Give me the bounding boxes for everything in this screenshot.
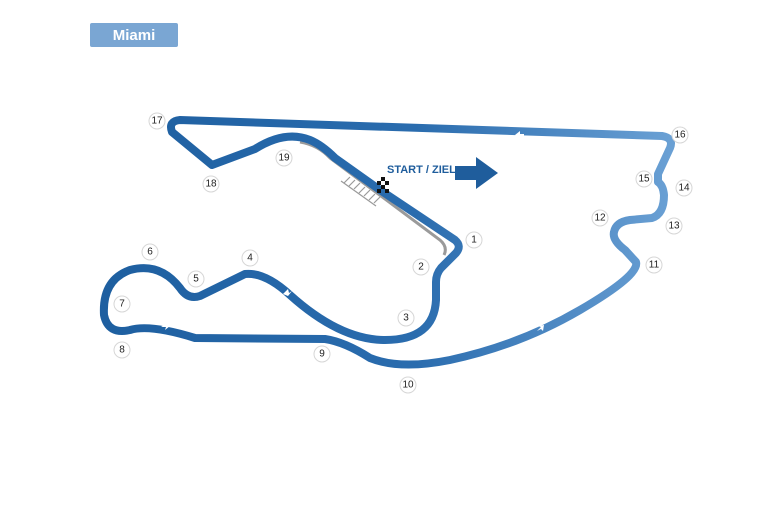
- corner-marker-3: 3: [397, 309, 415, 327]
- corner-marker-13: 13: [665, 217, 683, 235]
- start-finish-label: START / ZIEL: [387, 164, 456, 176]
- corner-marker-18: 18: [202, 175, 220, 193]
- track-outline: [99, 116, 675, 369]
- corner-marker-5: 5: [187, 270, 205, 288]
- circuit-title: Miami: [90, 23, 178, 47]
- pit-lane: [299, 140, 447, 256]
- corner-marker-14: 14: [675, 179, 693, 197]
- corner-marker-7: 7: [113, 295, 131, 313]
- corner-marker-9: 9: [313, 345, 331, 363]
- corner-marker-4: 4: [241, 249, 259, 267]
- corner-marker-10: 10: [399, 376, 417, 394]
- right-arrow-icon: [455, 157, 498, 189]
- corner-marker-12: 12: [591, 209, 609, 227]
- corner-marker-17: 17: [148, 112, 166, 130]
- corner-marker-11: 11: [645, 256, 663, 274]
- corner-marker-6: 6: [141, 243, 159, 261]
- direction-arrow-icon: [161, 131, 544, 331]
- corner-marker-1: 1: [465, 231, 483, 249]
- checkered-flag-icon: [377, 177, 389, 193]
- pit-boxes: [340, 176, 381, 207]
- corner-marker-16: 16: [671, 126, 689, 144]
- corner-marker-2: 2: [412, 258, 430, 276]
- corner-marker-8: 8: [113, 341, 131, 359]
- corner-marker-15: 15: [635, 170, 653, 188]
- corner-marker-19: 19: [275, 149, 293, 167]
